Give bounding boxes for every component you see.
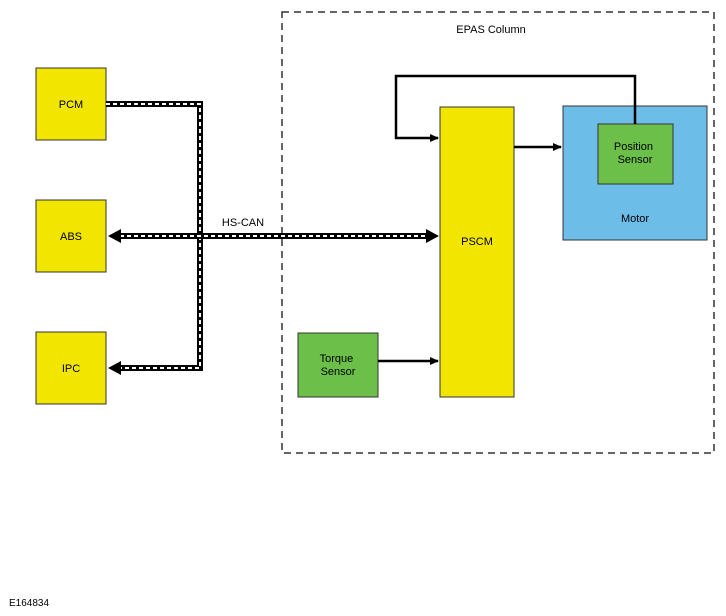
hs-can-ipc-branch-inner bbox=[120, 236, 201, 369]
hs-can-pcm-branch-inner bbox=[106, 103, 201, 236]
position-sensor-label-line2: Sensor bbox=[618, 154, 653, 166]
pscm-label: PSCM bbox=[461, 236, 493, 248]
position-feedback-arrow bbox=[394, 74, 637, 142]
hs-can-label: HS-CAN bbox=[222, 217, 264, 229]
abs-label: ABS bbox=[60, 231, 82, 243]
abs-block bbox=[35, 199, 107, 273]
pcm-block bbox=[35, 67, 107, 141]
torque-sensor-label-line2: Sensor bbox=[321, 366, 356, 378]
ipc-label: IPC bbox=[62, 363, 80, 375]
ipc-block bbox=[35, 331, 107, 405]
torque-sensor-label: Torque Sensor bbox=[320, 353, 357, 378]
torque-sensor-label-line1: Torque bbox=[320, 353, 354, 365]
epas-column-boundary bbox=[281, 11, 715, 454]
hs-can-pcm-branch-outer bbox=[106, 101, 203, 236]
hs-can-arrowhead-pscm bbox=[426, 229, 439, 243]
position-sensor-block bbox=[597, 123, 674, 185]
epas-column-label: EPAS Column bbox=[456, 24, 526, 36]
position-sensor-label: Position Sensor bbox=[614, 141, 656, 166]
pcm-label: PCM bbox=[59, 99, 83, 111]
hs-can-bus bbox=[106, 101, 439, 375]
hs-can-ipc-branch-outer bbox=[120, 236, 203, 371]
position-sensor-label-line1: Position bbox=[614, 141, 653, 153]
pscm-block bbox=[439, 106, 515, 398]
hs-can-arrowhead-ipc bbox=[108, 361, 121, 375]
torque-sensor-block bbox=[297, 332, 379, 398]
figure-id: E164834 bbox=[9, 598, 49, 609]
motor-label: Motor bbox=[621, 213, 649, 225]
hs-can-arrowhead-abs bbox=[108, 229, 121, 243]
